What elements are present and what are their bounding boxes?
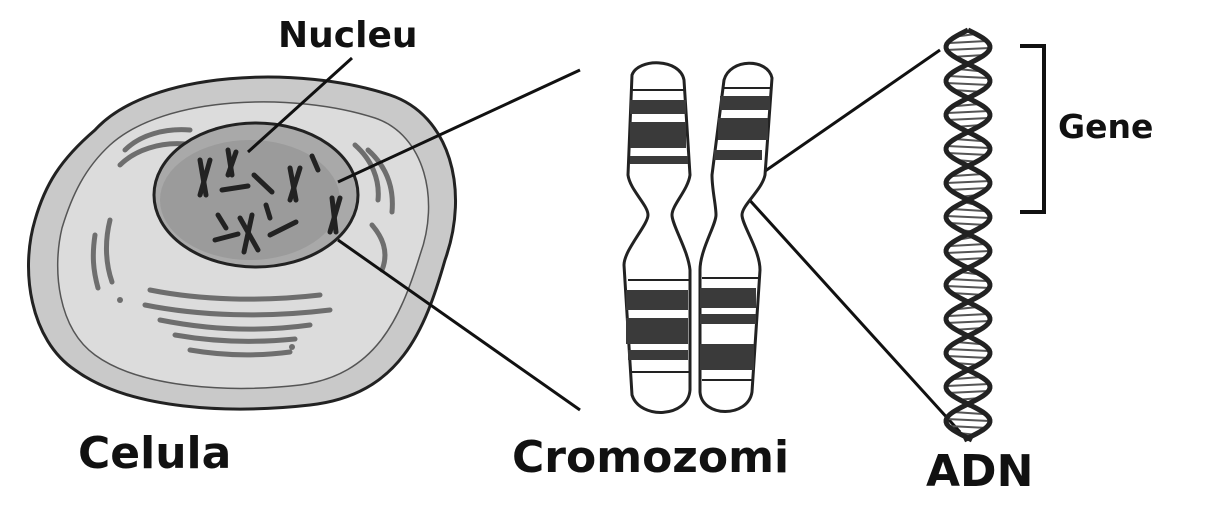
dna-base-pair bbox=[948, 187, 988, 191]
dna-base-pair bbox=[950, 243, 986, 247]
nucleus-label: Nucleu bbox=[278, 15, 418, 56]
dna-base-pair bbox=[953, 411, 983, 415]
cell bbox=[26, 75, 457, 411]
cell-label: Celula bbox=[78, 428, 232, 479]
dna-base-pair bbox=[948, 75, 988, 79]
dna-base-pair bbox=[946, 320, 990, 324]
dna-base-pair bbox=[946, 117, 990, 121]
dna-base-pair bbox=[947, 110, 989, 114]
chromatid-left bbox=[622, 61, 692, 414]
dna-base-pair bbox=[951, 208, 985, 212]
dna-base-pair bbox=[946, 180, 990, 184]
dna-base-pair bbox=[946, 215, 990, 219]
dna-callout-bottom bbox=[743, 193, 962, 434]
dna-base-pair bbox=[953, 173, 983, 177]
organelles bbox=[90, 127, 395, 358]
dna-strand-b bbox=[943, 27, 993, 443]
nucleus-pointer-line bbox=[246, 56, 354, 154]
chromosome-band-lines bbox=[628, 87, 770, 381]
gene-bracket bbox=[1020, 44, 1046, 214]
dna-helix bbox=[943, 27, 993, 443]
dna-base-pair bbox=[948, 425, 988, 429]
dna-base-pair bbox=[947, 152, 989, 156]
dna-base-pair bbox=[946, 418, 990, 422]
dna-base-pair bbox=[947, 348, 989, 352]
dna-base-pair bbox=[949, 40, 987, 44]
dna-base-pair bbox=[949, 278, 987, 282]
chromosomes-label: Cromozomi bbox=[512, 432, 790, 483]
dna-base-pair bbox=[946, 355, 990, 359]
chromosome-bands bbox=[626, 96, 770, 370]
dna-base-pair bbox=[947, 390, 989, 394]
chromosome-large bbox=[622, 61, 774, 414]
dna-callout-top bbox=[744, 48, 941, 187]
chromosome-callout-top bbox=[337, 68, 581, 184]
dna-label: ADN bbox=[926, 446, 1034, 497]
dna-base-pair bbox=[946, 383, 990, 387]
dna-base-pair bbox=[948, 313, 988, 317]
dna-base-pair bbox=[946, 82, 990, 86]
dna-base-pair bbox=[946, 47, 990, 51]
callout-lines bbox=[246, 48, 962, 434]
gene-label: Gene bbox=[1058, 107, 1154, 146]
dna-base-pair bbox=[946, 285, 990, 289]
dna-base-pair bbox=[945, 250, 991, 254]
dna-base-pair bbox=[946, 145, 990, 149]
chromosome-callout-bottom bbox=[337, 238, 581, 412]
nucleus-chromosomes bbox=[197, 147, 343, 255]
